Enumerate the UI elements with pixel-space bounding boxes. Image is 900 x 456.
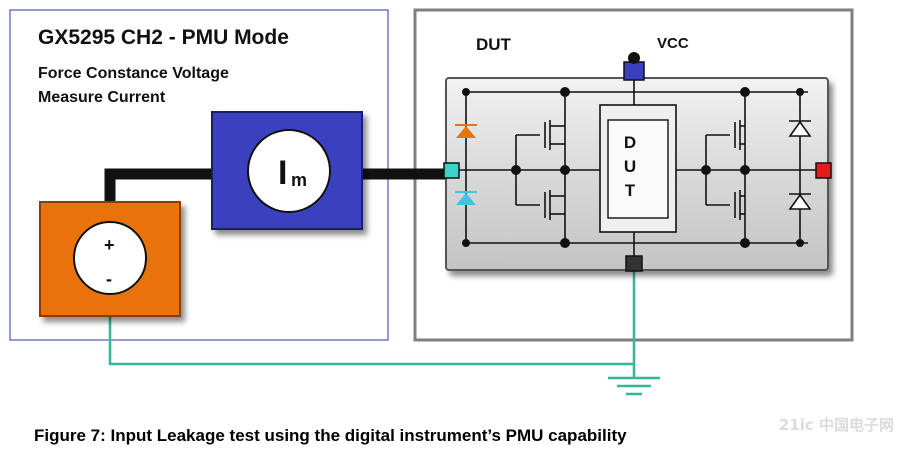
figure-caption: Figure 7: Input Leakage test using the d… [34, 426, 627, 445]
ground-wire [108, 270, 636, 378]
vcc-pin-cap [628, 52, 640, 64]
dut-chip-inner [607, 119, 669, 219]
pmu-mode-line2: Measure Current [38, 89, 166, 106]
watermark-logo: 21ic 中国电子网 [778, 416, 894, 434]
ammeter-subscript: m [291, 170, 307, 190]
force-wire [104, 168, 450, 202]
pmu-title: GX5295 CH2 - PMU Mode [38, 26, 289, 49]
mosfet-icon [544, 120, 565, 220]
pmu-mode-line1: Force Constance Voltage [38, 65, 229, 82]
source-minus: - [106, 269, 112, 289]
ground-icon [608, 376, 660, 396]
vcc-label: VCC [657, 35, 689, 52]
diode-icon [788, 120, 812, 210]
voltage-source-icon [73, 221, 147, 295]
gnd-pin [625, 255, 643, 272]
ammeter-icon [247, 129, 331, 213]
dut-chip-letter-t: T [625, 181, 636, 200]
mosfet-icon [734, 120, 745, 220]
ammeter-symbol: I [278, 154, 287, 192]
vcc-pin [623, 61, 645, 81]
input-pin [443, 162, 460, 179]
dut-chip-letter-d: D [624, 133, 636, 152]
dut-chip-letter-u: U [624, 157, 636, 176]
junction-dots [462, 87, 804, 248]
diode-icon [455, 124, 477, 205]
output-pin [815, 162, 832, 179]
source-plus: + [104, 235, 115, 255]
dut-panel-title: DUT [476, 35, 512, 54]
